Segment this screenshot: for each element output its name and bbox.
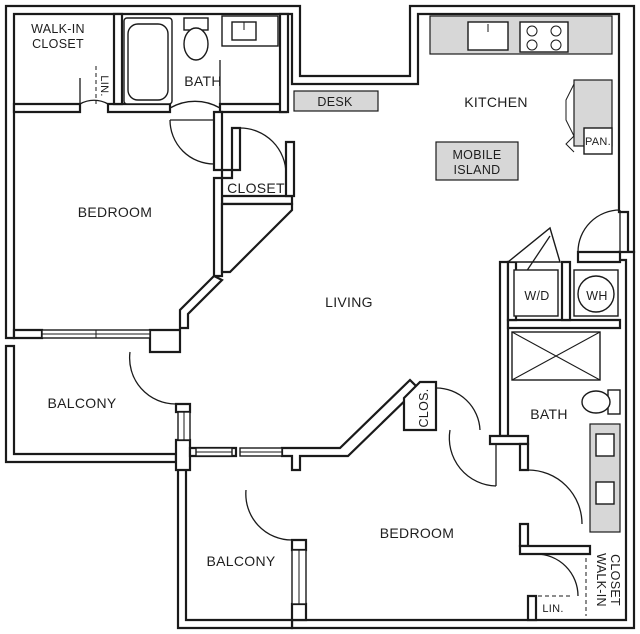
- balcony-2-label: BALCONY: [206, 553, 275, 569]
- mobile-island-label-line2: ISLAND: [454, 163, 501, 177]
- bedroom-2-label: BEDROOM: [380, 525, 454, 541]
- closet-label: CLOSET: [227, 180, 285, 196]
- linen-1-label: LIN.: [98, 75, 110, 96]
- closet-small-label: CLOS.: [417, 388, 431, 427]
- bedroom-1-label: BEDROOM: [78, 204, 152, 220]
- windows: [41, 329, 307, 605]
- walk-in-closet-2-label-line2: CLOSET: [608, 554, 622, 606]
- washer-dryer-label: W/D: [524, 289, 549, 303]
- walk-in-closet-2-label-line1: WALK-IN: [594, 553, 608, 607]
- water-heater-label: WH: [586, 289, 607, 303]
- walk-in-closet-1-label-line1: WALK-IN: [31, 22, 85, 36]
- balcony-1-label: BALCONY: [47, 395, 116, 411]
- fixtures: [95, 15, 621, 616]
- walk-in-closet-1-label-line2: CLOSET: [32, 37, 84, 51]
- kitchen-label: KITCHEN: [464, 94, 528, 110]
- bath-2-label: BATH: [530, 406, 568, 422]
- interior-walls: [12, 12, 622, 622]
- linen-2-label: LIN.: [542, 603, 563, 615]
- room-labels: WALK-IN CLOSET LIN. BATH DESK KITCHEN PA…: [31, 22, 622, 615]
- mobile-island: [435, 141, 519, 181]
- bath-1-label: BATH: [184, 73, 222, 89]
- desk-label: DESK: [317, 95, 353, 109]
- living-label: LIVING: [325, 294, 373, 310]
- pantry-label: PAN.: [585, 136, 611, 148]
- mobile-island-label-line1: MOBILE: [452, 148, 501, 162]
